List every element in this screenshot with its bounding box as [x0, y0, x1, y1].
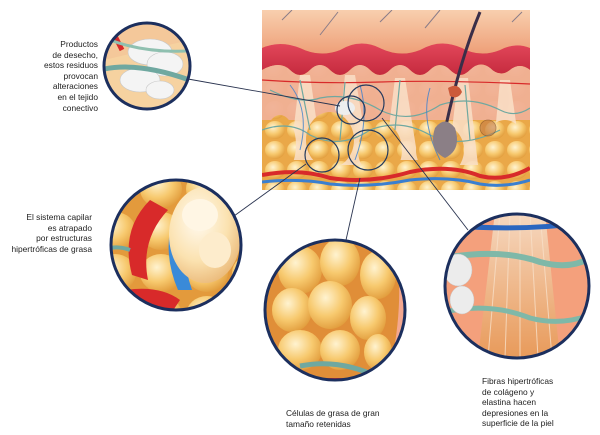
label-line: conectivo [62, 102, 98, 113]
label-line: Productos [60, 39, 98, 49]
callout-circle-fat-cells [263, 238, 407, 382]
label-capillary-system: El sistema capilar es atrapado por estru… [0, 212, 92, 254]
label-line: elastina hacen [482, 397, 537, 408]
label-line: estos residuos [44, 60, 98, 71]
label-line: depresiones en la [482, 407, 549, 418]
label-line: El sistema capilar [26, 212, 92, 222]
label-line: de desecho, [52, 49, 98, 60]
label-line: tamaño retenidas [286, 418, 351, 429]
callout-circle-collagen-fibers [443, 212, 591, 360]
connector-lines [187, 78, 469, 241]
label-line: Células de grasa de gran [286, 408, 380, 418]
label-line: de colágeno y [482, 386, 535, 397]
callout-circle-capillary-system [109, 178, 243, 312]
skin-cross-section [262, 10, 530, 190]
label-line: provocan [63, 70, 98, 81]
label-line: superficie de la piel [482, 418, 554, 429]
label-collagen-fibers: Fibras hipertróficas de colágeno y elast… [482, 376, 600, 429]
label-line: Fibras hipertróficas [482, 376, 554, 386]
label-line: hipertróficas de grasa [11, 243, 92, 254]
label-line: es atrapado [47, 222, 92, 233]
label-fat-cells: Células de grasa de gran tamaño retenida… [286, 408, 406, 429]
label-line: por estructuras [36, 233, 92, 244]
label-line: en el tejido [57, 91, 98, 102]
callout-circle-waste-products [102, 21, 192, 111]
label-waste-products: Productos de desecho, estos residuos pro… [10, 39, 98, 113]
label-line: alteraciones [52, 81, 98, 92]
